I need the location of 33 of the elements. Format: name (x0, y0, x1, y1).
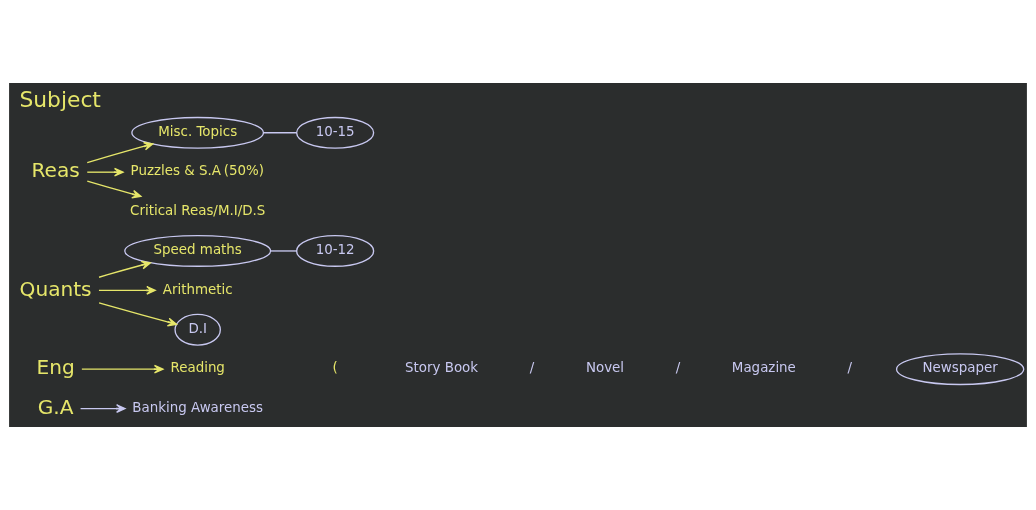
arrow (86, 180, 142, 199)
arrow (86, 167, 124, 177)
arrow (79, 404, 126, 413)
arrow (98, 285, 156, 295)
node-text: Puzzles & S.A (130, 163, 221, 179)
node-ellipse: D.I (174, 313, 221, 346)
node-ellipse: Newspaper (895, 353, 1025, 386)
label: / (675, 360, 681, 376)
connector (262, 132, 298, 134)
connector (270, 250, 298, 252)
node-text: Reas (31, 158, 80, 183)
arrow (81, 364, 164, 374)
node-text: Magazine (731, 360, 796, 376)
node-ellipse: Speed maths (124, 235, 272, 267)
node-text: Story Book (405, 360, 479, 376)
arrow (98, 260, 151, 278)
node-text: Reading (170, 360, 225, 376)
node-text: Arithmetic (162, 281, 233, 297)
node-label: (50%) (223, 163, 264, 179)
arrow (86, 141, 154, 164)
node-text: Novel (585, 360, 625, 376)
node-text: Critical Reas/M.I/D.S (130, 202, 266, 218)
diagram-title: Subject (19, 87, 101, 113)
node-ellipse: 10-15 (295, 116, 375, 149)
node-text: Banking Awareness (132, 399, 264, 415)
label: / (529, 360, 535, 376)
node-text: Eng (36, 355, 75, 380)
node-text: Quants (19, 276, 92, 301)
node-ellipse: 10-12 (295, 235, 375, 267)
node-text: G.A (37, 394, 74, 419)
label: ( (332, 360, 338, 376)
label: / (847, 360, 853, 376)
arrow (98, 302, 178, 327)
